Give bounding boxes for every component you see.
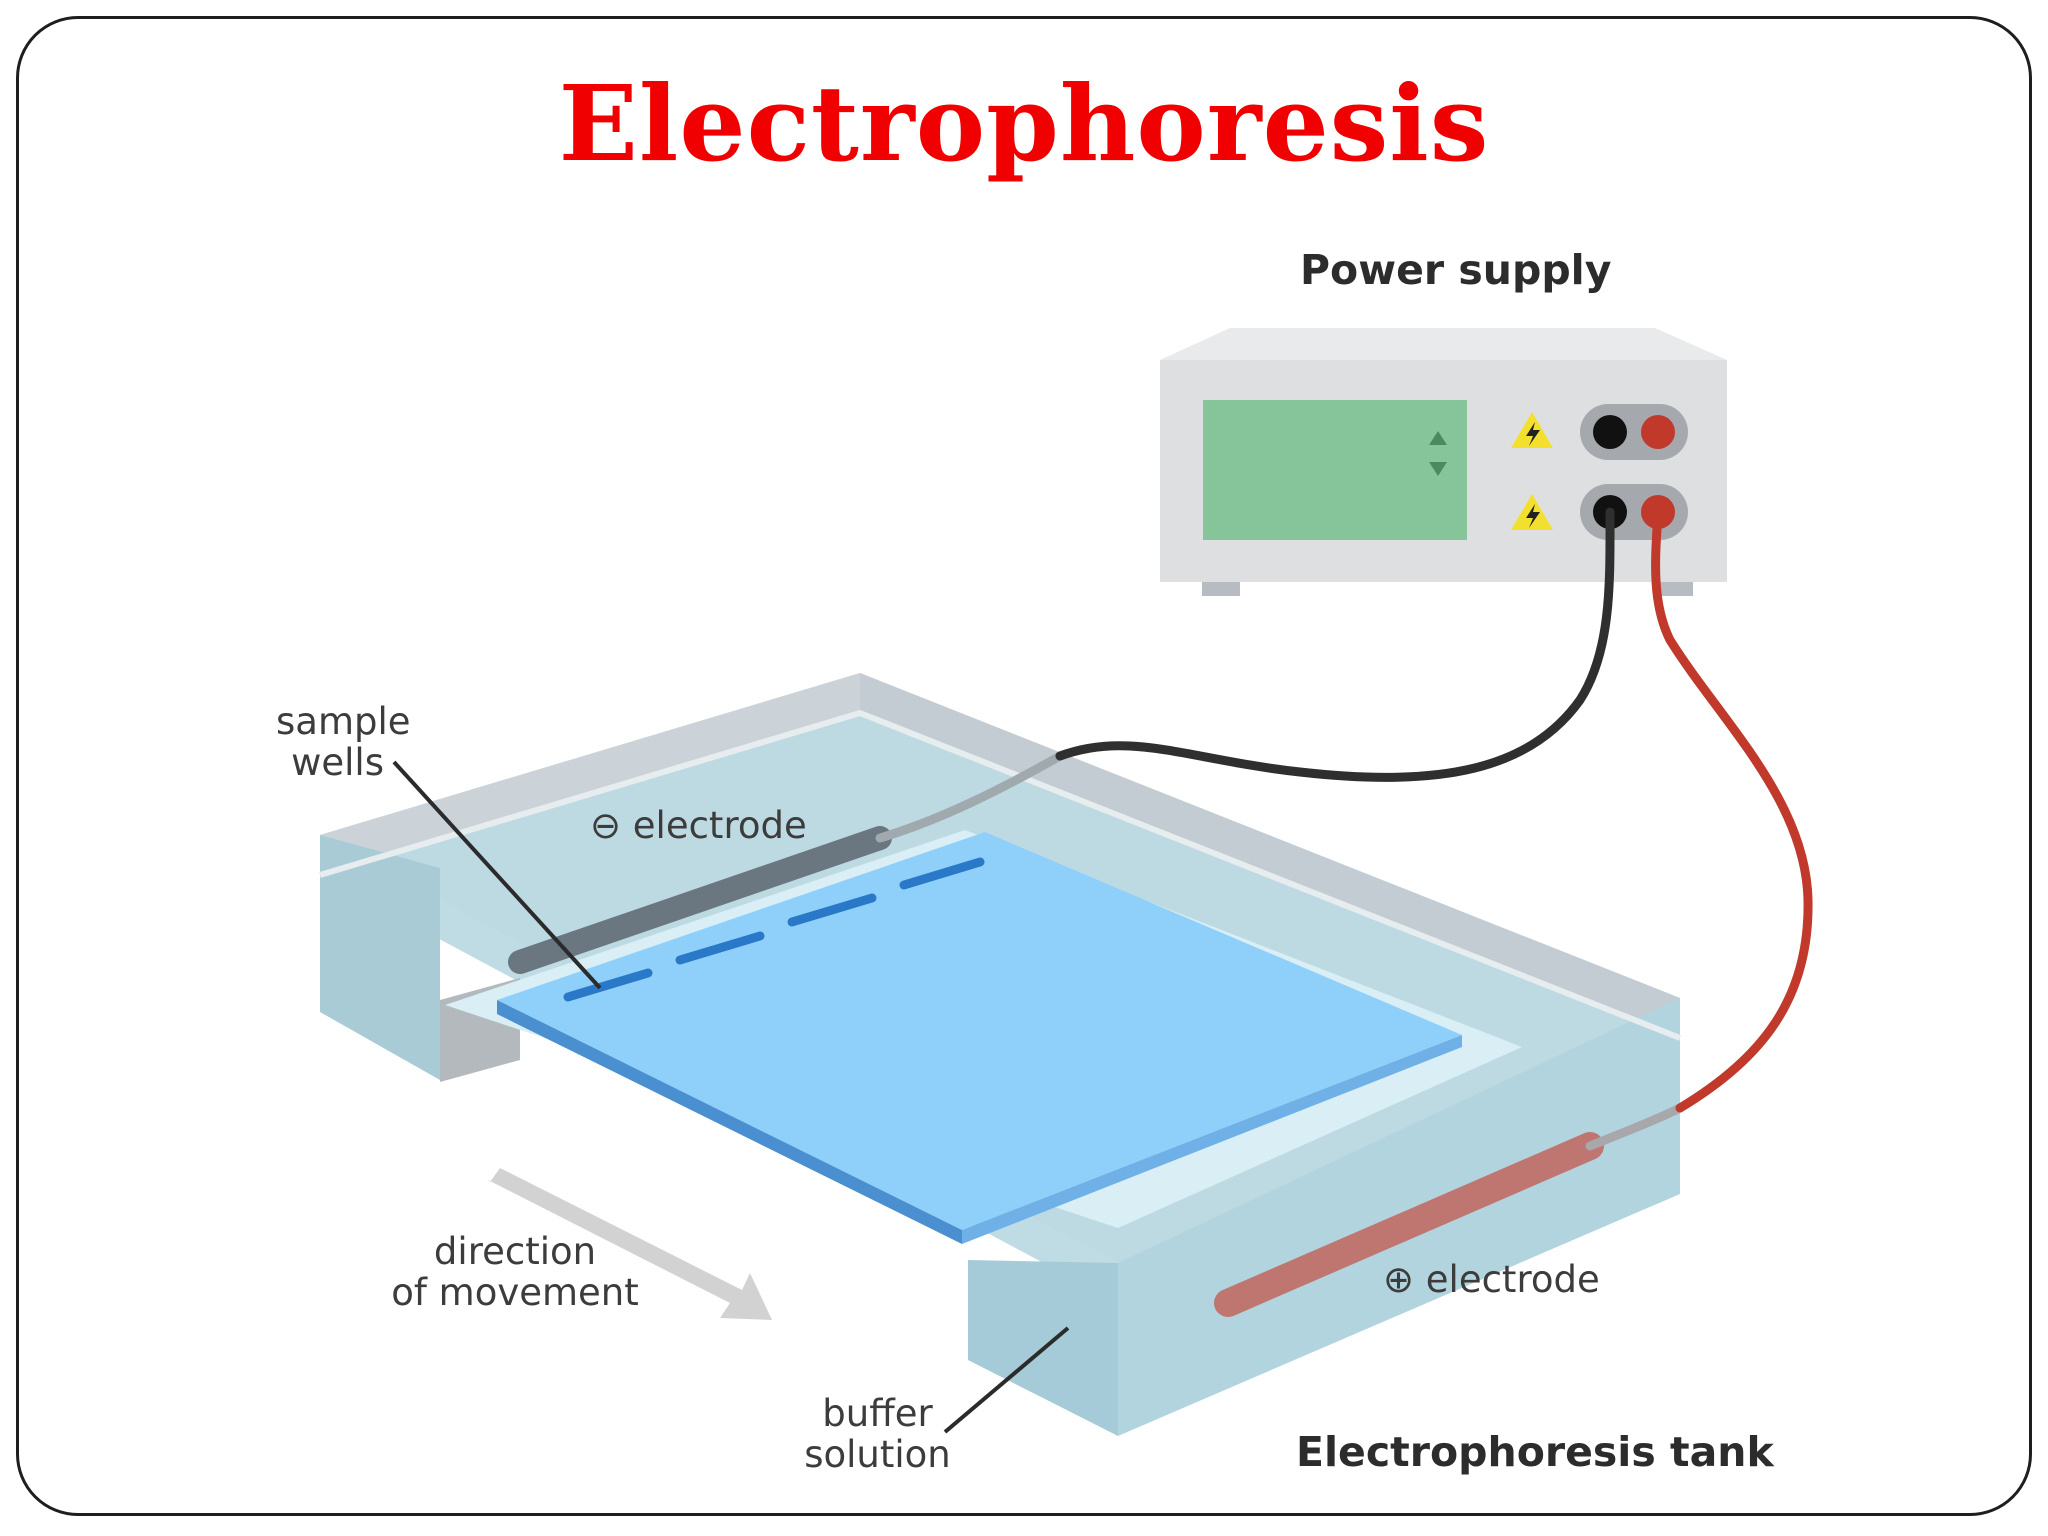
warning-icon [1511,412,1553,448]
positive-wire-submerged [1585,1103,1685,1151]
plus-icon: ⊕ [1383,1258,1415,1301]
tank-left-face [320,835,440,1080]
positive-terminal[interactable] [1641,415,1675,449]
buffer-solution-line1: buffer [822,1392,933,1435]
sample-wells-label-line1: sample [276,700,411,743]
direction-label-line1: direction [433,1230,597,1273]
negative-wire [1055,507,1615,782]
direction-label: direction of movement [380,1230,650,1314]
power-supply-foot-left [1202,582,1240,596]
sample-wells [563,857,985,1002]
power-supply [1160,328,1727,596]
up-arrow-icon[interactable] [1429,431,1447,445]
sample-wells-leader [392,760,602,990]
power-supply-display [1203,400,1467,540]
sample-well [563,968,653,1002]
gel-side-edge [962,1035,1462,1244]
sample-well [675,931,765,965]
positive-electrode-label: ⊕ electrode [1383,1258,1600,1301]
negative-wire-submerged [875,751,1065,843]
power-supply-top [1160,328,1727,360]
positive-wire [1651,507,1813,1113]
negative-electrode-label: ⊖ electrode [590,804,807,847]
tank-right-back-wall [860,673,1680,1038]
sample-well [899,857,985,890]
sample-well [787,893,877,927]
down-arrow-icon[interactable] [1429,462,1447,476]
gel-slab [497,832,1462,1230]
power-supply-foot-right [1655,582,1693,596]
tank-rim-edge [319,709,1682,1041]
electrophoresis-tank-label: Electrophoresis tank [1296,1428,1774,1476]
electrophoresis-tank [319,673,1682,1436]
positive-electrode-text: electrode [1425,1258,1600,1301]
positive-electrode-rod [1214,1132,1604,1317]
buffer-solution-line2: solution [804,1432,951,1476]
gel-front-edge [497,1000,962,1244]
negative-electrode-rod [508,826,892,974]
warning-icon [1511,494,1553,530]
tank-back-wall [320,673,860,875]
power-supply-label: Power supply [1300,246,1612,294]
negative-electrode-text: electrode [632,804,807,847]
sample-wells-label-line2: wells [291,740,384,784]
sample-wells-label: sample wells [276,700,411,784]
slide-title: Electrophoresis [558,62,1490,185]
buffer-solution-leader [943,1326,1070,1434]
negative-terminal[interactable] [1593,415,1627,449]
buffer-solution-label: buffer solution [790,1392,965,1476]
minus-icon: ⊖ [590,804,622,847]
direction-label-line2: of movement [391,1270,639,1314]
direction-arrow [488,1168,772,1320]
